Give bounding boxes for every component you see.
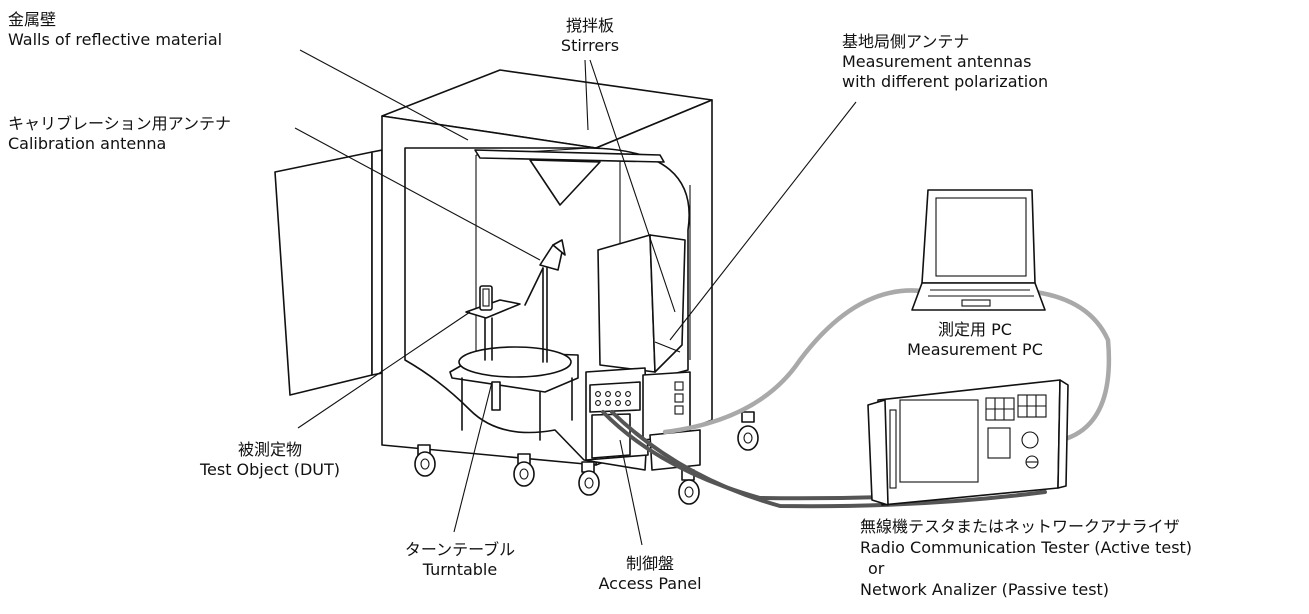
label-stirrers-en: Stirrers — [560, 36, 620, 55]
measurement-pc-icon — [911, 189, 1046, 311]
label-walls: 金属壁 Walls of reflective material — [8, 10, 222, 50]
label-dut: 被測定物 Test Object (DUT) — [175, 440, 365, 480]
label-measurement-antennas-en2: with different polarization — [842, 72, 1049, 91]
label-walls-en: Walls of reflective material — [8, 30, 223, 49]
label-turntable: ターンテーブル Turntable — [390, 540, 530, 580]
stirrer-side — [597, 234, 686, 373]
label-calibration-antenna-en: Calibration antenna — [8, 134, 167, 153]
radio-tester-icon — [867, 379, 1069, 506]
label-turntable-jp: ターンテーブル — [404, 540, 516, 559]
label-access-panel: 制御盤 Access Panel — [585, 554, 715, 594]
label-radio-tester-or: or — [868, 559, 885, 578]
label-access-panel-en: Access Panel — [598, 574, 702, 593]
label-stirrers: 撹拌板 Stirrers — [540, 16, 640, 56]
label-calibration-antenna: キャリブレーション用アンテナ Calibration antenna — [8, 114, 231, 154]
calibration-antenna — [524, 239, 566, 363]
label-measurement-pc: 測定用 PC Measurement PC — [890, 320, 1060, 360]
label-measurement-antennas: 基地局側アンテナ Measurement antennas with diffe… — [842, 32, 1048, 92]
leader-lines — [294, 49, 857, 546]
label-dut-jp: 被測定物 — [237, 440, 302, 459]
label-measurement-pc-en: Measurement PC — [907, 340, 1043, 359]
label-radio-tester-jp: 無線機テスタまたはネットワークアナライザ — [860, 517, 1180, 536]
label-access-panel-jp: 制御盤 — [625, 554, 674, 573]
label-calibration-antenna-jp: キャリブレーション用アンテナ — [8, 114, 232, 133]
stirrer-ceiling — [474, 149, 665, 206]
control-panel — [585, 367, 701, 471]
wheels — [414, 411, 759, 505]
label-measurement-antennas-en1: Measurement antennas — [842, 52, 1032, 71]
label-radio-tester-en1: Radio Communication Tester (Active test) — [860, 538, 1193, 557]
label-radio-tester: 無線機テスタまたはネットワークアナライザ Radio Communication… — [860, 516, 1192, 600]
label-radio-tester-en2: Network Analizer (Passive test) — [860, 580, 1110, 599]
label-dut-en: Test Object (DUT) — [199, 460, 341, 479]
label-stirrers-jp: 撹拌板 — [565, 16, 614, 35]
chamber-door — [274, 149, 383, 396]
turntable — [449, 285, 579, 441]
label-walls-jp: 金属壁 — [8, 10, 57, 29]
label-measurement-pc-jp: 測定用 PC — [938, 320, 1012, 339]
label-measurement-antennas-jp: 基地局側アンテナ — [842, 32, 970, 51]
label-turntable-en: Turntable — [422, 560, 498, 579]
